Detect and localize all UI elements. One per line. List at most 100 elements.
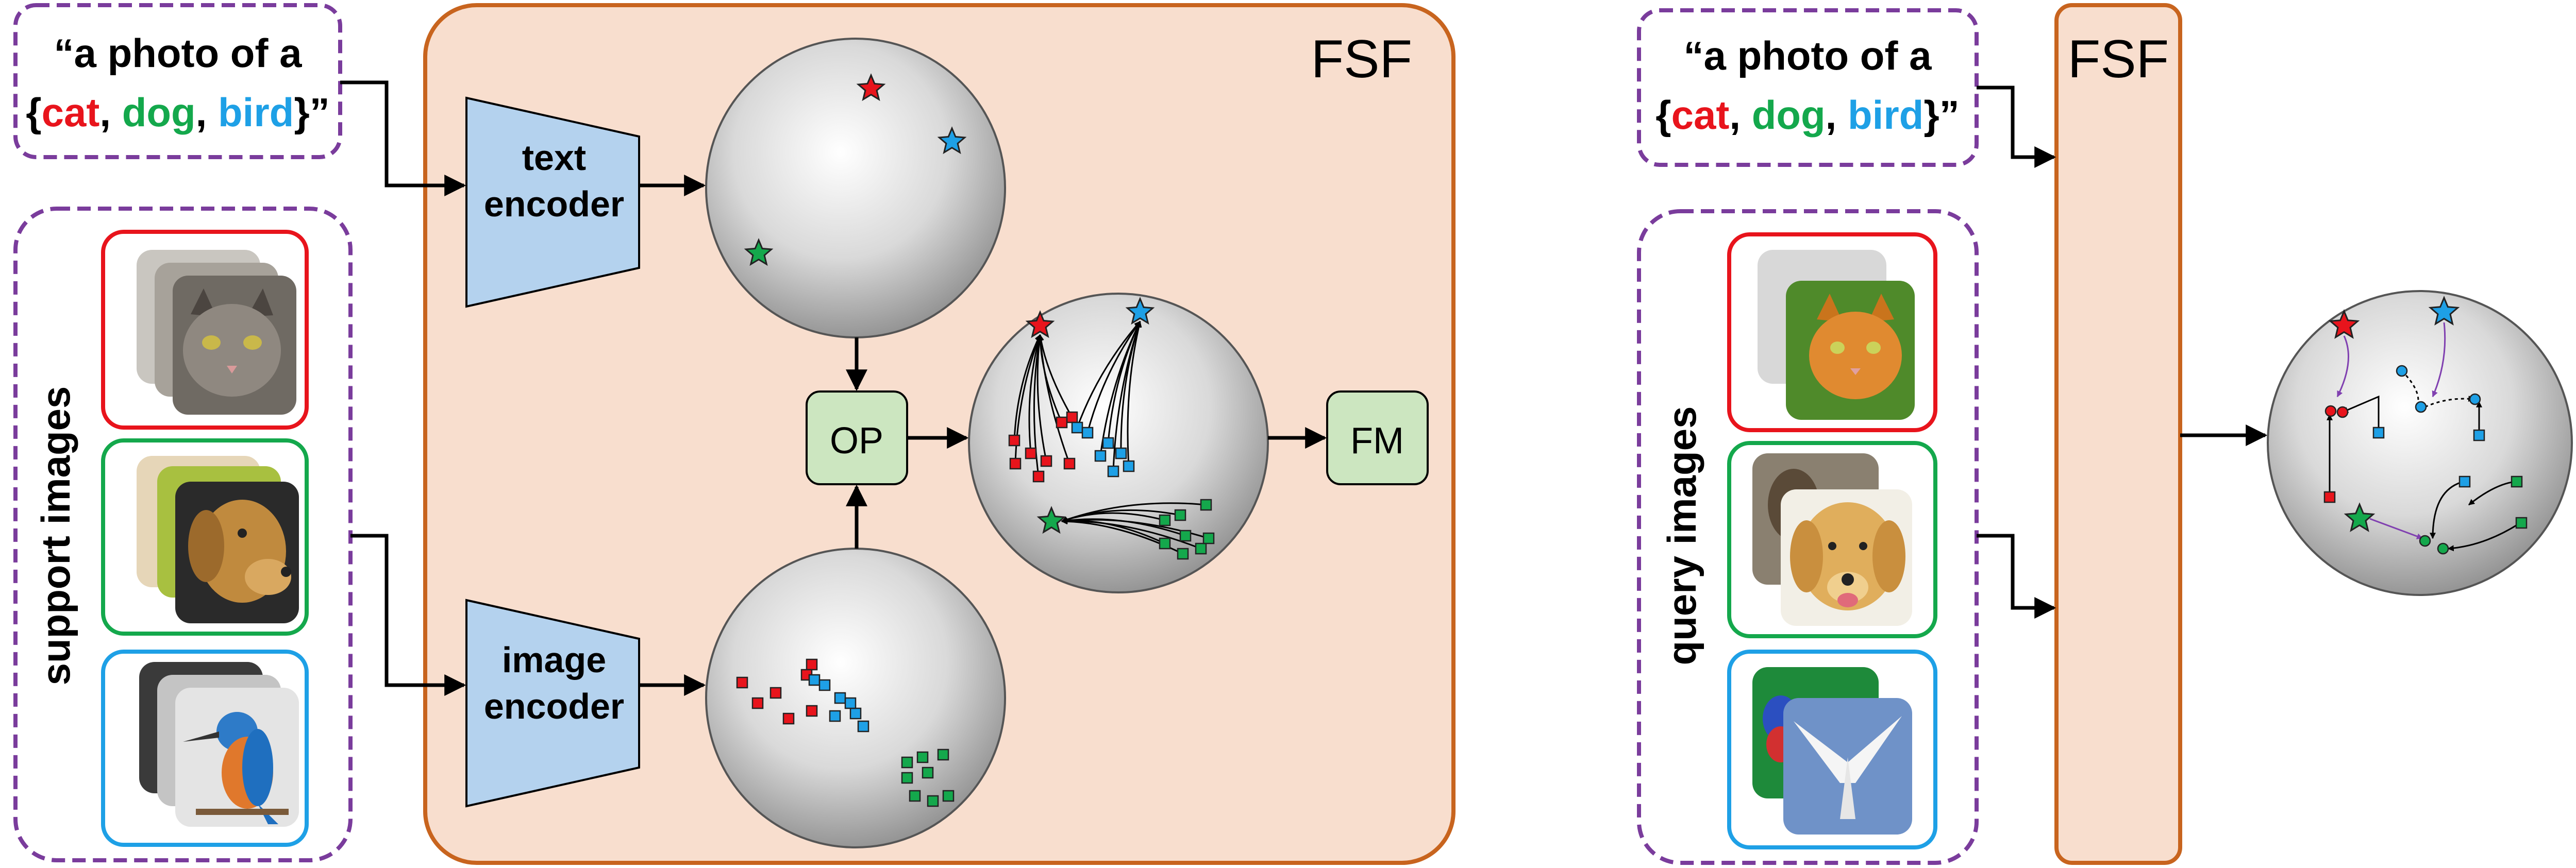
square-icon: [2473, 429, 2485, 441]
circle-icon: [2469, 393, 2481, 405]
square-icon: [834, 692, 846, 704]
golden-retriever-photo-stack-icon: [1752, 453, 1912, 626]
square-icon: [751, 697, 764, 709]
square-icon: [1177, 548, 1189, 560]
square-icon: [1066, 411, 1078, 423]
attraction-curve: [1013, 334, 1041, 441]
fm-box: [1326, 390, 1429, 485]
query-fsf-box: [2054, 3, 2182, 865]
square-icon: [1115, 447, 1127, 459]
prediction-arrow: [2447, 522, 2521, 552]
prompt-separator: ,: [99, 90, 122, 135]
arrow-images-to-image-encoder: [350, 534, 466, 696]
square-icon: [1123, 460, 1135, 472]
prompt-separator: ,: [1729, 92, 1751, 138]
square-icon: [1174, 509, 1186, 521]
star-icon: [1036, 506, 1066, 534]
square-icon: [1025, 447, 1037, 459]
square-icon: [857, 720, 869, 733]
square-icon: [1107, 465, 1119, 478]
prompt-separator: ,: [196, 90, 218, 135]
right-panel: “a photo of a {cat, dog, bird}” query im…: [1637, 3, 2573, 865]
prompt-open-brace: {: [26, 90, 41, 135]
prompt-class-bird: bird: [218, 90, 294, 135]
attraction-curve: [1038, 334, 1073, 418]
square-icon: [927, 795, 939, 807]
tern-photo-stack-icon: [1752, 667, 1912, 835]
square-icon: [736, 676, 748, 689]
star-icon: [2344, 502, 2376, 532]
prompt-close-brace: }”: [294, 90, 329, 135]
square-icon: [2372, 427, 2385, 439]
prediction-sphere: [2267, 290, 2573, 596]
fm-label: FM: [1350, 420, 1404, 462]
star-icon: [2328, 309, 2360, 339]
square-icon: [808, 674, 821, 686]
square-icon: [1159, 514, 1171, 526]
text-encoder-label-line2: encoder: [484, 184, 624, 224]
query-prompt-line2: {cat, dog, bird}”: [1655, 92, 1959, 138]
square-icon: [818, 679, 831, 691]
orange-cat-photo-stack-icon: [1758, 250, 1915, 420]
square-icon: [1094, 450, 1107, 462]
fsf-module-box: [423, 3, 1456, 865]
square-icon: [916, 751, 929, 763]
prediction-arrow: [2432, 322, 2446, 398]
prediction-arrow: [2430, 481, 2464, 539]
support-prompt-line2: {cat, dog, bird}”: [26, 90, 329, 135]
square-icon: [1179, 530, 1192, 542]
circle-icon: [2415, 401, 2427, 413]
circle-icon: [2324, 405, 2337, 417]
square-icon: [1040, 455, 1052, 467]
square-icon: [1056, 416, 1068, 429]
square-icon: [844, 697, 857, 709]
text-encoder: [465, 96, 640, 308]
square-icon: [1081, 427, 1094, 439]
left-panel: “a photo of a {cat, dog, bird}” support …: [13, 3, 1456, 865]
star-icon: [856, 73, 886, 101]
prediction-arrow: [2336, 335, 2349, 398]
square-icon: [806, 705, 818, 717]
circle-icon: [2396, 365, 2408, 377]
attraction-curve: [1028, 334, 1042, 454]
prompt-class-cat: cat: [1671, 92, 1730, 138]
circle-icon: [2419, 535, 2431, 547]
text-embedding-sphere: [705, 38, 1006, 338]
prediction-arrow: [2369, 518, 2423, 539]
cat-photo-stack-icon: [137, 250, 296, 415]
square-icon: [849, 707, 862, 720]
prompt-separator: ,: [1826, 92, 1848, 138]
image-encoder-label-line2: encoder: [484, 686, 624, 726]
circle-icon: [2336, 406, 2349, 418]
prompt-class-dog: dog: [1752, 92, 1826, 138]
star-icon: [1025, 310, 1055, 338]
circle-icon: [2437, 542, 2449, 555]
fsf-label: FSF: [1311, 29, 1412, 89]
star-icon: [1125, 297, 1155, 325]
kingfisher-photo-stack-icon: [139, 662, 299, 827]
prediction-arrow: [2468, 481, 2516, 506]
square-icon: [942, 790, 955, 802]
arrow-query-images-to-fsf: [1977, 534, 2056, 619]
square-icon: [2515, 517, 2528, 529]
prompt-class-cat: cat: [42, 90, 100, 135]
square-icon: [909, 790, 921, 802]
square-icon: [1195, 542, 1207, 555]
square-icon: [2511, 475, 2523, 488]
dog-photo-stack-icon: [137, 456, 299, 623]
square-icon: [937, 748, 949, 761]
square-icon: [782, 712, 795, 725]
square-icon: [901, 756, 913, 769]
square-icon: [1063, 457, 1076, 470]
op-label: OP: [830, 420, 883, 462]
star-icon: [744, 238, 774, 266]
image-encoder: [465, 599, 640, 808]
attraction-curve: [1112, 320, 1142, 472]
square-icon: [901, 772, 913, 784]
square-icon: [1202, 532, 1215, 544]
arrow-query-prompt-to-fsf: [1977, 86, 2056, 168]
star-icon: [937, 126, 967, 155]
query-prompt-line1: “a photo of a: [1684, 33, 1932, 78]
support-prompt-line1: “a photo of a: [54, 30, 303, 76]
